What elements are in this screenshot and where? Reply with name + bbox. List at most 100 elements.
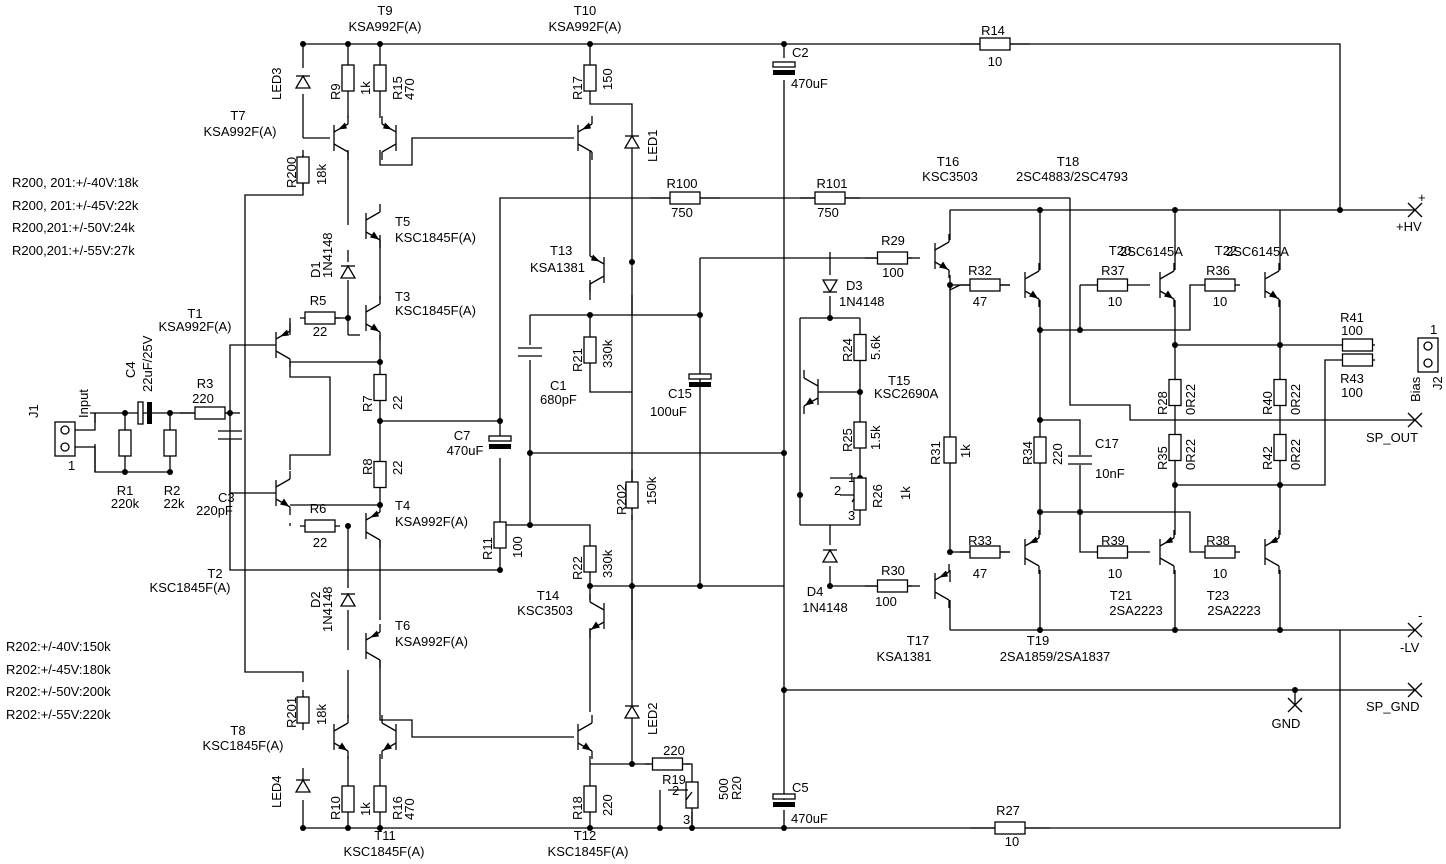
r7 [373,373,387,402]
junction-dot [1037,509,1043,515]
label-r27-n: R27 [996,803,1020,818]
t22-arrow [1269,290,1278,299]
d3 [821,279,839,294]
note-line: R200, 201:+/-45V:22k [12,197,139,213]
r3 [194,406,226,420]
label-t13-n: T13 [550,243,572,258]
led4 [294,778,312,793]
r14 [979,37,1011,51]
t1-lead [275,350,291,360]
junction-dot [497,418,503,424]
label-t17-n: T17 [907,633,929,648]
wire [303,43,1341,210]
junction-dot [1277,342,1283,348]
label-r28-n: R28 [1155,391,1170,415]
label-c7-n: C7 [454,428,471,443]
t14-lead [589,601,605,611]
label-t22-v: 2SC6145A [1226,244,1289,259]
label-r22-v: 330k [600,549,615,578]
label-r31-v: 1k [958,444,973,458]
t8-lead [333,722,349,732]
label-r30-v: 100 [875,594,897,609]
label-r3-n: R3 [197,376,214,391]
junction-dot [587,583,593,589]
junction-dot [377,41,383,47]
junction-dot [947,549,953,555]
label-t23-v: 2SA2223 [1207,603,1261,618]
r43 [1341,353,1374,367]
label-t5-v: KSC1845F(A) [395,230,476,245]
label-led1: LED1 [645,129,660,162]
label-r17-n: R17 [570,76,585,100]
label-d2-n: D2 [308,591,323,608]
r20 [685,781,699,809]
d4 [821,548,839,563]
label-r27-v: 10 [1005,834,1019,849]
label-r42-v: 0R22 [1288,439,1303,470]
label-lv: -LV [1400,640,1420,655]
wire [289,361,380,470]
label-bias: Bias [1408,376,1423,402]
wire [589,370,632,393]
junction-dot [1037,417,1043,423]
label-r16-n: R16 [390,796,405,820]
label-r29-n: R29 [881,233,905,248]
r201 [296,696,310,724]
label-r30-n: R30 [881,563,905,578]
labels: T9KSA992F(A)T10KSA992F(A)R1410C2470uFLED… [26,3,1445,859]
label-r7-n: R7 [360,395,375,412]
note-line: R200, 201:+/-40V:18k [12,175,139,190]
label-d2-v: 1N4148 [320,586,335,632]
label-r14-n: R14 [981,23,1005,38]
label-r100-v: 750 [671,205,693,220]
r100 [669,191,701,205]
label-c17-n: C17 [1095,436,1119,451]
junction-dot [1172,482,1178,488]
label-c2-v: 470uF [791,76,828,91]
label-r200-n: R200 [284,157,299,188]
led3 [294,74,312,89]
label-r28-v: 0R22 [1183,384,1198,415]
label-hv: +HV [1396,219,1422,234]
note-line: R202:+/-45V:180k [6,661,111,677]
c2-plate [772,61,796,68]
wire [379,660,574,738]
label-r6-v: 22 [313,535,327,550]
label-hv-p: + [1418,190,1426,205]
label-d3-v: 1N4148 [839,294,885,309]
junction-dot [167,469,173,475]
label-led4: LED4 [269,775,284,808]
label-t4-n: T4 [395,498,410,513]
sp-out-terminal [1407,412,1423,428]
wire [75,446,96,472]
r18 [583,785,597,813]
components [54,37,1439,835]
t18-arrow [1029,290,1038,299]
junction-dot [1077,509,1083,515]
wire [1079,512,1095,553]
t10-arrow [582,122,591,130]
label-r11-v: 100 [510,536,525,558]
label-r37-v: 10 [1108,294,1122,309]
t3-arrow [370,323,379,332]
junction-dot [827,315,833,321]
wire [1069,198,1415,421]
wire [589,96,633,262]
label-r35-n: R35 [1155,446,1170,470]
j1-pin [60,442,70,452]
t7-lead [333,143,349,153]
label-r7-v: 22 [390,396,405,410]
wire [94,444,170,473]
t5-arrow [370,231,379,240]
t19-arrow [1029,536,1038,544]
junction-dot [527,450,533,456]
label-r29-v: 100 [882,265,904,280]
c4-plate [147,402,152,424]
label-t20-n: T20 [1109,243,1131,258]
r17 [583,64,597,92]
r21 [583,336,597,364]
lv-terminal [1407,622,1423,638]
label-r202-v: 150k [644,476,659,505]
label-r20-p2: 2 [672,783,679,798]
t1-arrow [280,329,289,337]
